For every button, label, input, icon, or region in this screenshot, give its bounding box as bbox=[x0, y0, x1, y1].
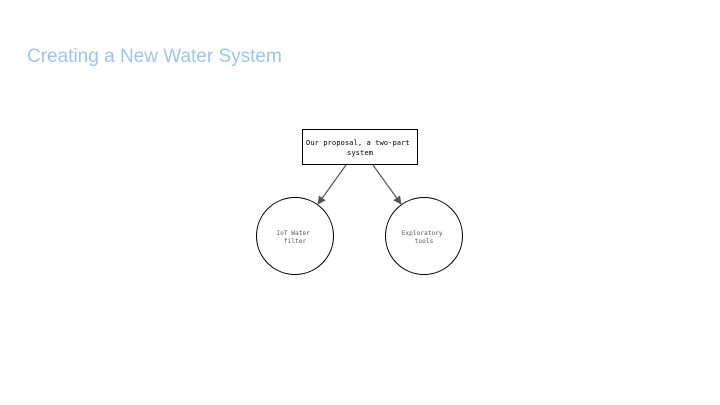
child-node-line-2: tools bbox=[415, 238, 434, 245]
child-node-line-1: Exploratory bbox=[402, 230, 443, 237]
root-node-box bbox=[302, 129, 418, 165]
child-node-label: Exploratory tools bbox=[402, 230, 447, 245]
connector-arrow-right bbox=[372, 164, 402, 205]
root-node-label: Our proposal, a two-part system bbox=[306, 138, 414, 157]
connector-arrow-left bbox=[317, 164, 347, 205]
child-node-circle bbox=[256, 197, 334, 275]
child-node-exploratory-tools: Exploratory tools bbox=[385, 197, 463, 275]
root-node-line-1: Our proposal, a two-part bbox=[306, 138, 410, 147]
root-node-line-2: system bbox=[347, 148, 373, 157]
root-node: Our proposal, a two-part system bbox=[302, 129, 418, 165]
child-node-label: IoT Water filter bbox=[276, 230, 313, 245]
child-node-iot-water-filter: IoT Water filter bbox=[256, 197, 334, 275]
child-node-circle bbox=[385, 197, 463, 275]
child-node-line-1: IoT Water bbox=[276, 230, 310, 237]
child-node-line-2: filter bbox=[284, 238, 307, 245]
slide-title: Creating a New Water System bbox=[27, 46, 282, 67]
